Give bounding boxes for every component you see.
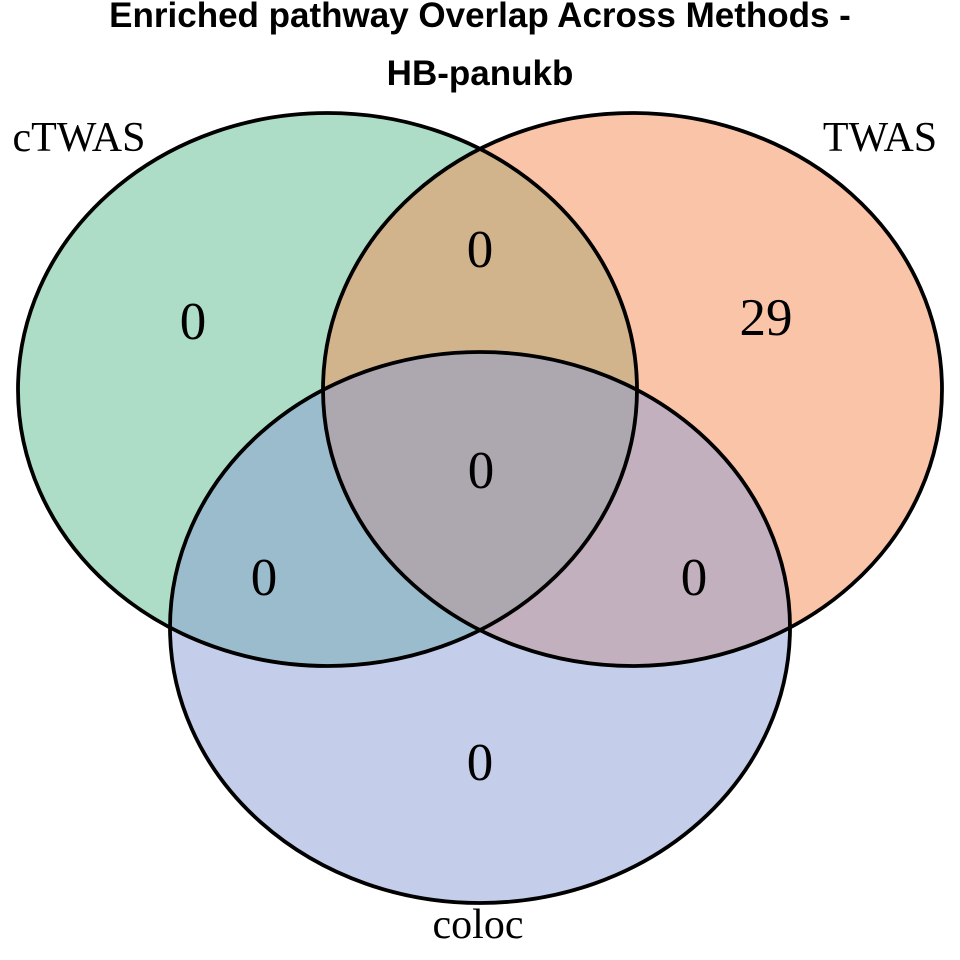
set-label-twas: TWAS	[822, 115, 938, 161]
count-twas-coloc: 0	[680, 549, 708, 607]
chart-title-line-2: HB-panukb	[386, 54, 574, 93]
chart-title-line-1: Enriched pathway Overlap Across Methods …	[109, 0, 851, 35]
coloc-circle-fill	[170, 352, 790, 903]
count-ctwas-twas: 0	[466, 221, 494, 279]
coloc-circle-outline	[168, 350, 792, 905]
count-coloc-only: 0	[466, 734, 494, 792]
count-twas-only: 29	[739, 289, 793, 347]
count-ctwas-coloc: 0	[250, 549, 278, 607]
set-label-ctwas: cTWAS	[12, 115, 146, 161]
count-ctwas-twas-coloc: 0	[467, 442, 495, 500]
set-label-coloc: coloc	[432, 902, 524, 948]
count-ctwas-only: 0	[179, 293, 207, 351]
